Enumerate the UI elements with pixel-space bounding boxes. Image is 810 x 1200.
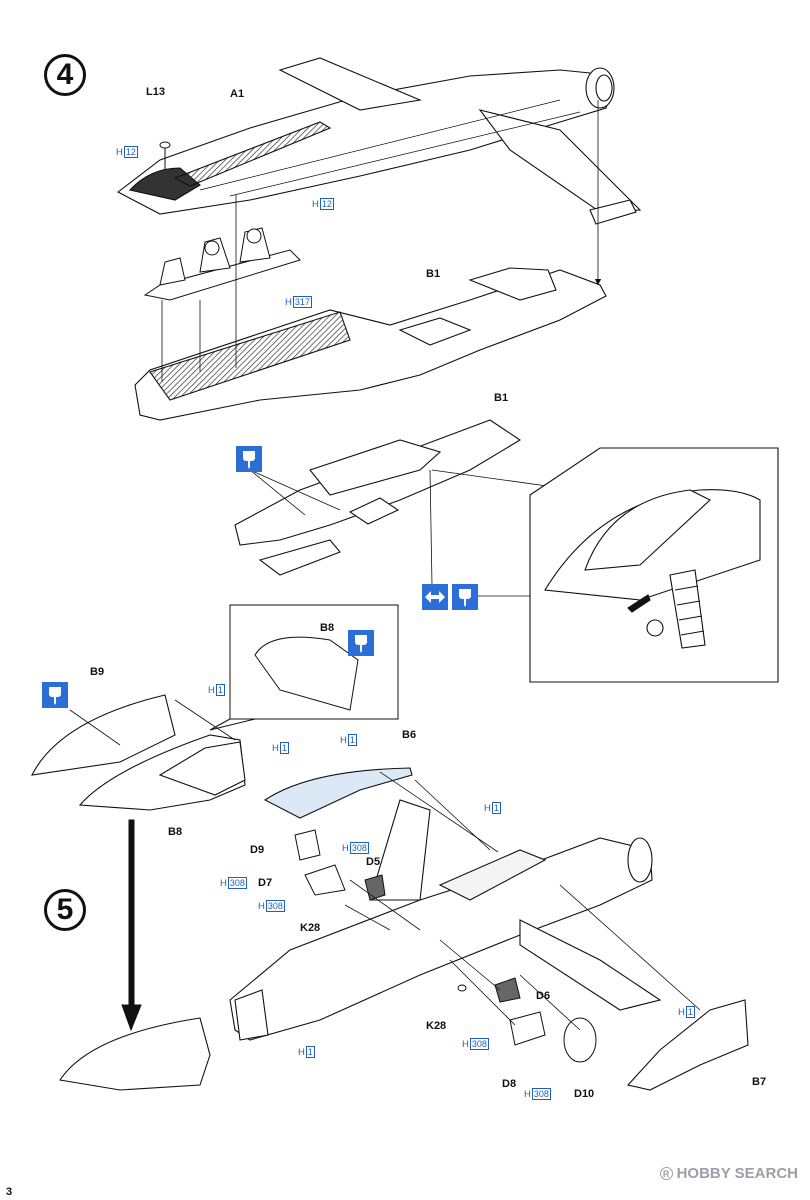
b1-detail-view <box>234 419 522 576</box>
label-d5: D5 <box>366 856 381 868</box>
small-parts <box>294 829 597 1063</box>
canopy-b6 <box>263 767 413 819</box>
label-b9: B9 <box>90 666 105 678</box>
part-l13 <box>159 141 171 170</box>
hobby-search-watermark: R HOBBY SEARCH <box>659 1165 798 1182</box>
label-d9: D9 <box>250 844 265 856</box>
label-b6: B6 <box>402 729 417 741</box>
completed-nose <box>59 1017 211 1091</box>
ejection-seats <box>143 227 301 301</box>
glue-tube-icon <box>348 630 374 656</box>
lower-fuselage-b1 <box>134 267 607 421</box>
label-b8-inset: B8 <box>320 622 335 634</box>
nose-cone-assembly <box>31 694 246 811</box>
guide-lines-step5 <box>344 771 701 1031</box>
label-b7: B7 <box>752 1076 767 1088</box>
label-d6: D6 <box>536 990 551 1002</box>
step-number-5: 5 <box>44 889 86 931</box>
down-arrow <box>121 819 142 1032</box>
label-b1-mid: B1 <box>494 392 509 404</box>
registered-mark: R <box>659 1167 673 1180</box>
label-d8: D8 <box>502 1078 517 1090</box>
glue-tube-icon <box>236 446 262 472</box>
glue-tube-icon <box>452 584 478 610</box>
label-a1: A1 <box>230 88 245 100</box>
watermark-text: HOBBY SEARCH <box>676 1165 798 1182</box>
engine-intake-b7 <box>626 999 749 1091</box>
label-k28-a: K28 <box>300 922 321 934</box>
label-l13: L13 <box>146 86 165 98</box>
step-number-4: 4 <box>44 54 86 96</box>
label-d7: D7 <box>258 877 273 889</box>
guide-lines-step4 <box>161 100 602 382</box>
label-d10: D10 <box>574 1088 595 1100</box>
glue-tube-icon <box>42 682 68 708</box>
b8-inset-box <box>209 604 399 731</box>
upper-fuselage-a1 <box>116 57 642 225</box>
page-number: 3 <box>6 1186 13 1198</box>
label-b8: B8 <box>168 826 183 838</box>
ladder-detail-inset <box>529 447 779 683</box>
movable-parts-icon <box>422 584 448 610</box>
main-fuselage-step5 <box>229 799 662 1041</box>
label-b1-top: B1 <box>426 268 441 280</box>
label-k28-b: K28 <box>426 1020 447 1032</box>
